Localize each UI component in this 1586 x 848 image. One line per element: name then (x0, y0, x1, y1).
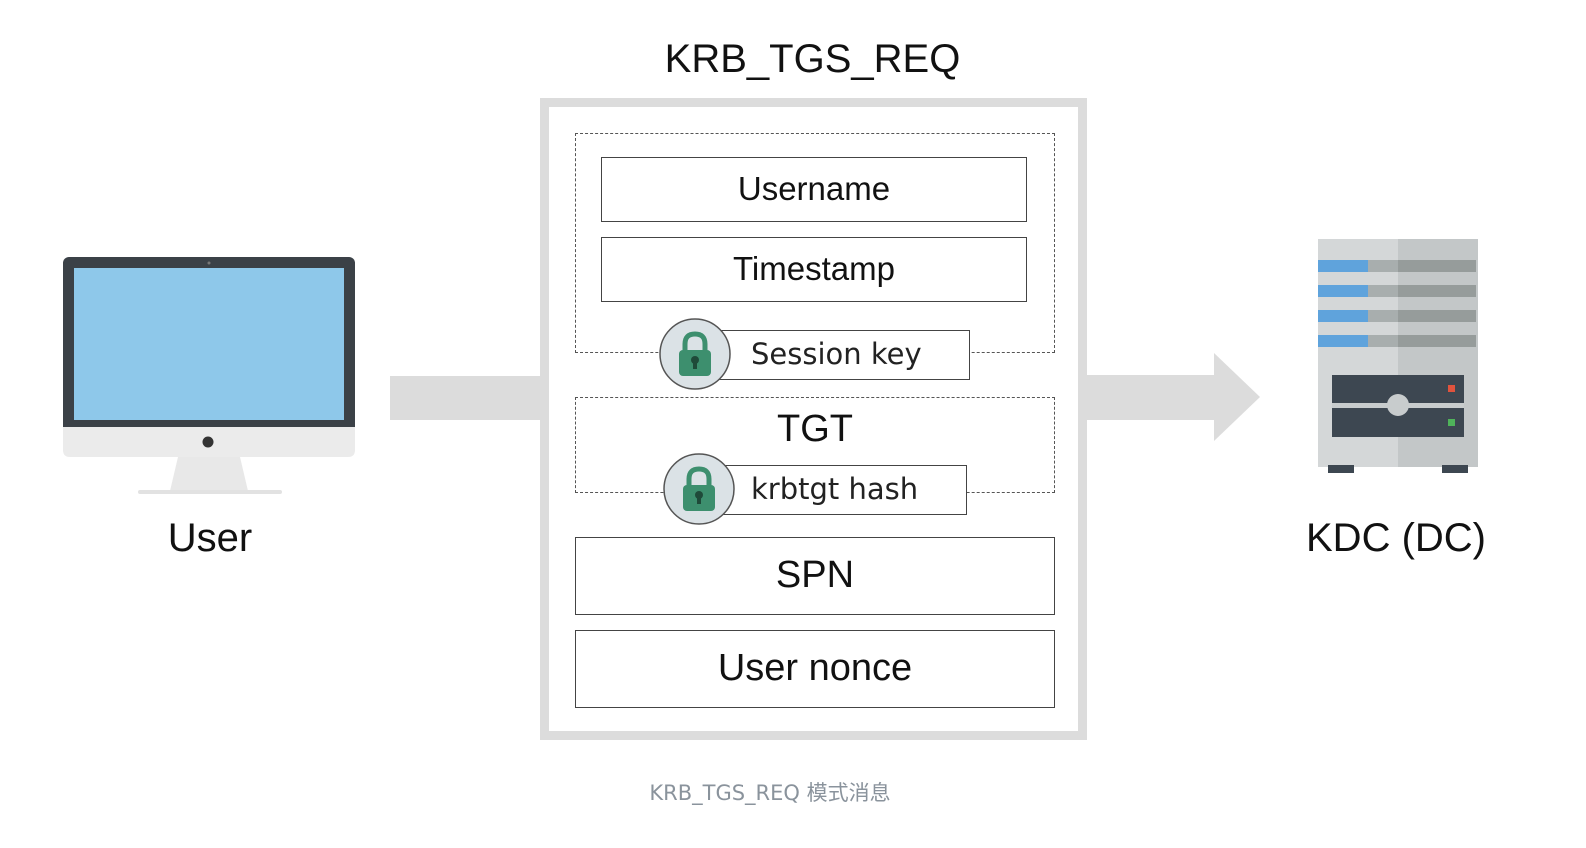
user-label: User (167, 516, 253, 560)
server-rack-icon (1318, 239, 1478, 473)
arrow-right-icon (1086, 353, 1260, 441)
kdc-label: KDC (DC) (1306, 516, 1486, 560)
session-key-field: Session key (708, 330, 970, 380)
lock-icon (659, 318, 731, 390)
diagram-title: KRB_TGS_REQ (664, 37, 961, 81)
arrow-shaft-left (390, 376, 542, 420)
figure-caption: KRB_TGS_REQ 模式消息 (649, 781, 891, 805)
desktop-computer-icon (63, 257, 355, 494)
user-nonce-field: User nonce (575, 630, 1055, 708)
spn-field: SPN (575, 537, 1055, 615)
krbtgt-hash-field: krbtgt hash (712, 465, 967, 515)
tgt-label: TGT (777, 408, 853, 450)
username-field: Username (601, 157, 1027, 222)
timestamp-field: Timestamp (601, 237, 1027, 302)
lock-icon (663, 453, 735, 525)
